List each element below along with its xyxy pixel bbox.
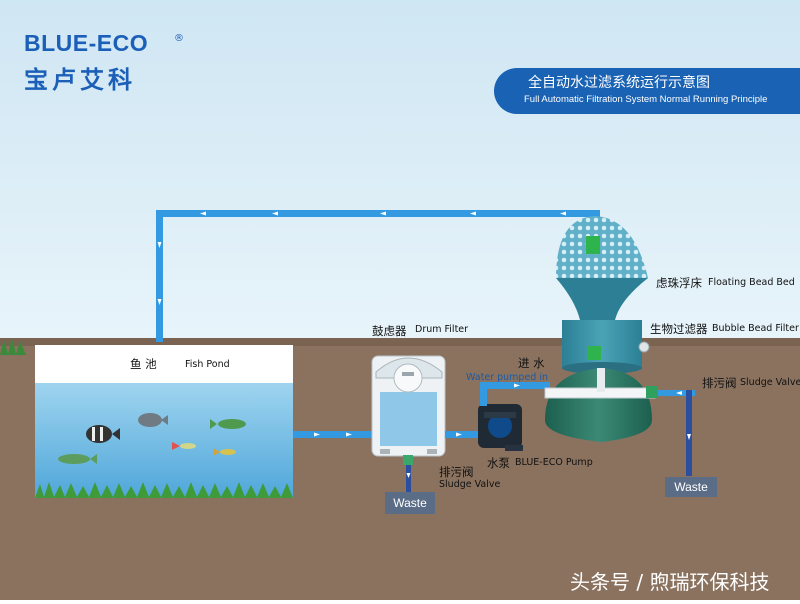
grass-tuft-icon — [0, 338, 26, 355]
pump-label-en: BLUE-ECO Pump — [515, 457, 593, 468]
flow-arrows — [157, 211, 566, 305]
sludge-valve-2 — [646, 386, 658, 398]
drum-filter-label-en: Drum Filter — [415, 324, 469, 335]
water-in-label-en: Water pumped in — [466, 372, 548, 383]
drum-filter — [371, 355, 446, 457]
drum-outlet-pipe — [445, 431, 480, 438]
bead-filter — [545, 216, 652, 442]
internal-standpipe — [597, 368, 605, 392]
watermark: 头条号 / 煦瑞环保科技 — [570, 570, 770, 594]
sludge-valve-2-label-cn: 排污阀 — [702, 376, 737, 390]
pump-label-cn: 水泵 — [487, 456, 510, 470]
ground-top-band — [0, 338, 800, 346]
sky-background — [0, 0, 800, 345]
fish-pond-label-cn: 鱼 池 — [130, 357, 157, 371]
brand-logo-en: BLUE-ECO — [24, 30, 149, 56]
drum-sludge-valve — [403, 455, 413, 465]
flow-arrows — [456, 432, 462, 437]
waste-box-2 — [665, 477, 717, 497]
title-banner — [494, 68, 800, 114]
title-cn: 全自动水过滤系统运行示意图 — [528, 75, 710, 91]
title-en: Full Automatic Filtration System Normal … — [524, 94, 768, 105]
bass-fish-icon — [58, 454, 97, 464]
registered-mark: ® — [174, 33, 184, 44]
sludge-pipe-2 — [686, 390, 692, 476]
floating-bead-label-cn: 虑珠浮床 — [656, 276, 702, 290]
pump-icon — [478, 404, 523, 451]
water-in-label-cn: 进 水 — [518, 356, 545, 370]
pond-grass — [35, 482, 293, 498]
flow-arrows — [406, 473, 411, 478]
bubble-bead-label-en: Bubble Bead Filter — [712, 323, 799, 334]
pond-outlet-pipe — [293, 431, 373, 438]
floating-bead-label-en: Floating Bead Bed — [708, 277, 795, 288]
filter-outlet-pipe — [655, 390, 695, 396]
bubble-bead-label-cn: 生物过滤器 — [650, 322, 708, 336]
waste-label-1: Waste — [393, 496, 427, 510]
drum-filter-label-cn: 鼓虑器 — [372, 324, 407, 338]
waste-label-2: Waste — [674, 480, 708, 494]
guppy-icon — [172, 442, 196, 450]
fish-pond-water — [35, 383, 293, 498]
sludge-valve-1-label-cn: 排污阀 — [439, 465, 474, 479]
flow-arrows — [514, 383, 520, 388]
flow-arrows — [676, 391, 682, 395]
pump-riser-pipe — [480, 382, 487, 406]
green-fish-icon — [210, 419, 246, 429]
guppy-icon-2 — [213, 448, 236, 456]
flow-arrows — [314, 432, 352, 437]
flow-arrows — [687, 434, 691, 440]
fish-pond-label-en: Fish Pond — [185, 359, 230, 370]
drum-sludge-pipe — [406, 465, 411, 493]
angelfish-icon — [86, 425, 120, 443]
sludge-valve-2-label-en: Sludge Valve — [740, 377, 800, 388]
sludge-valve-1-label-en: Sludge Valve — [439, 479, 501, 490]
brand-logo-cn: 宝卢艾科 — [24, 66, 136, 94]
waste-box-1 — [385, 492, 435, 514]
pressure-gauge-icon — [638, 341, 650, 353]
gray-fish-icon — [138, 413, 168, 427]
